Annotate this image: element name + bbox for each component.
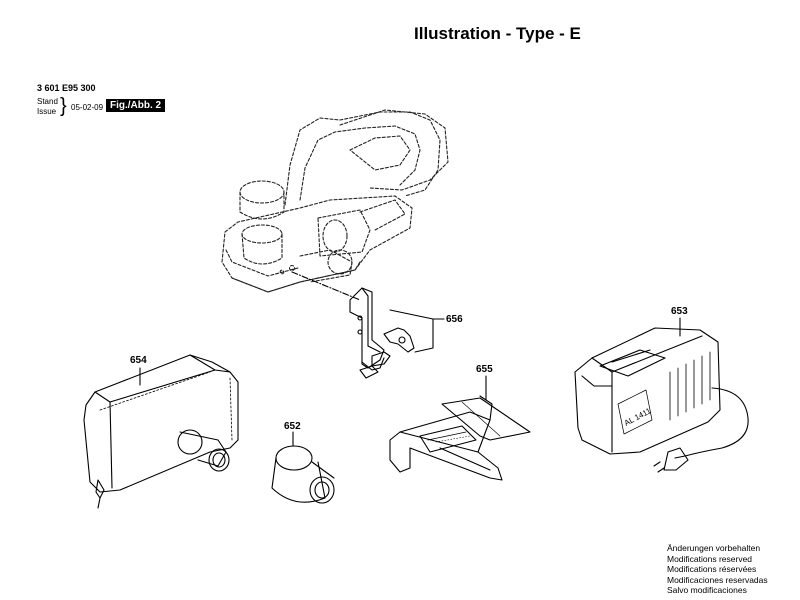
part-number: 3 601 E95 300	[37, 83, 96, 93]
part-653-charger: AL 1411	[574, 327, 749, 473]
stand-label: Stand	[37, 97, 58, 106]
note-line: Salvo modificaciones	[667, 585, 747, 595]
callout-655: 655	[476, 364, 493, 375]
issue-date: 05-02-09	[71, 103, 104, 112]
part-652-adapter	[271, 445, 335, 504]
callout-653: 653	[671, 306, 688, 317]
part-655-fence	[389, 395, 531, 481]
note-line: Modifications réservées	[667, 564, 757, 574]
callout-656: 656	[446, 314, 463, 325]
page-title: Illustration - Type - E	[414, 24, 581, 43]
issue-label: Issue	[37, 107, 57, 116]
part-654-chip-bag	[83, 354, 239, 509]
svg-text:AL 1411: AL 1411	[623, 406, 653, 428]
callout-654: 654	[130, 355, 147, 366]
figure-label: Fig./Abb. 2	[106, 99, 166, 112]
note-line: Modificaciones reservadas	[667, 574, 768, 585]
leader-line-planer	[291, 271, 361, 301]
part-656-bracket	[349, 287, 415, 379]
callout-652: 652	[284, 421, 301, 432]
leader-line-656	[389, 309, 445, 353]
planer-tool-drawing	[221, 109, 449, 293]
stand-issue-labels: Stand Issue	[37, 97, 58, 117]
modification-notes: Änderungen vorbehalten Modifications res…	[667, 543, 768, 596]
note-line: Änderungen vorbehalten	[667, 543, 761, 553]
brace-glyph: }	[60, 95, 67, 117]
note-line: Modifications reserved	[667, 553, 753, 564]
